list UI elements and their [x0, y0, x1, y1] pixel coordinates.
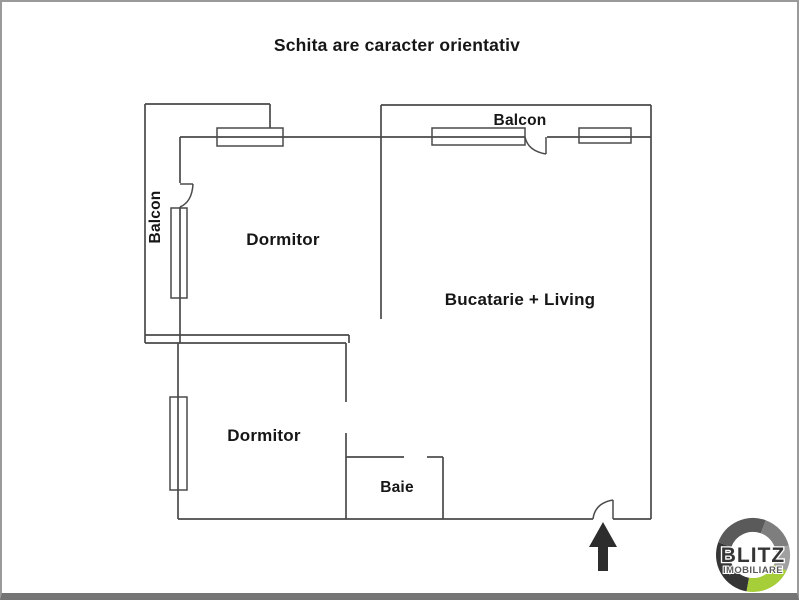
label-balcon-top: Balcon [494, 112, 547, 129]
sketch-disclaimer-title: Schita are caracter orientativ [274, 35, 520, 55]
label-balcon-left: Balcon [147, 191, 164, 244]
logo-inner-disc [730, 532, 776, 578]
room-labels: Dormitor Dormitor Bucatarie + Living Bai… [147, 112, 595, 496]
walls [144, 103, 652, 520]
window-balcony-left [170, 207, 188, 299]
logo-ring-segment [773, 545, 791, 571]
door-arc-balcony-top [524, 136, 547, 155]
logo-tagline-text: IMOBILIARE [723, 565, 783, 576]
blitz-imobiliare-logo: BLITZ IMOBILIARE [716, 518, 791, 592]
door-arc-balcony-left [179, 183, 194, 208]
door-arc-entrance [592, 499, 614, 520]
label-bucatarie-living: Bucatarie + Living [445, 290, 596, 309]
logo-ring-segment [718, 518, 766, 548]
label-dormitor-bottom: Dormitor [227, 426, 301, 445]
doors [179, 136, 614, 520]
logo-ring-segment [716, 542, 750, 592]
logo-ring-segment [760, 520, 789, 550]
label-baie: Baie [380, 479, 414, 496]
logo-ring-segment-green [746, 564, 787, 592]
entrance-arrow-icon [589, 522, 617, 571]
logo-brand-text: BLITZ [721, 544, 785, 567]
window-living-right [578, 127, 632, 144]
label-dormitor-top: Dormitor [246, 230, 320, 249]
